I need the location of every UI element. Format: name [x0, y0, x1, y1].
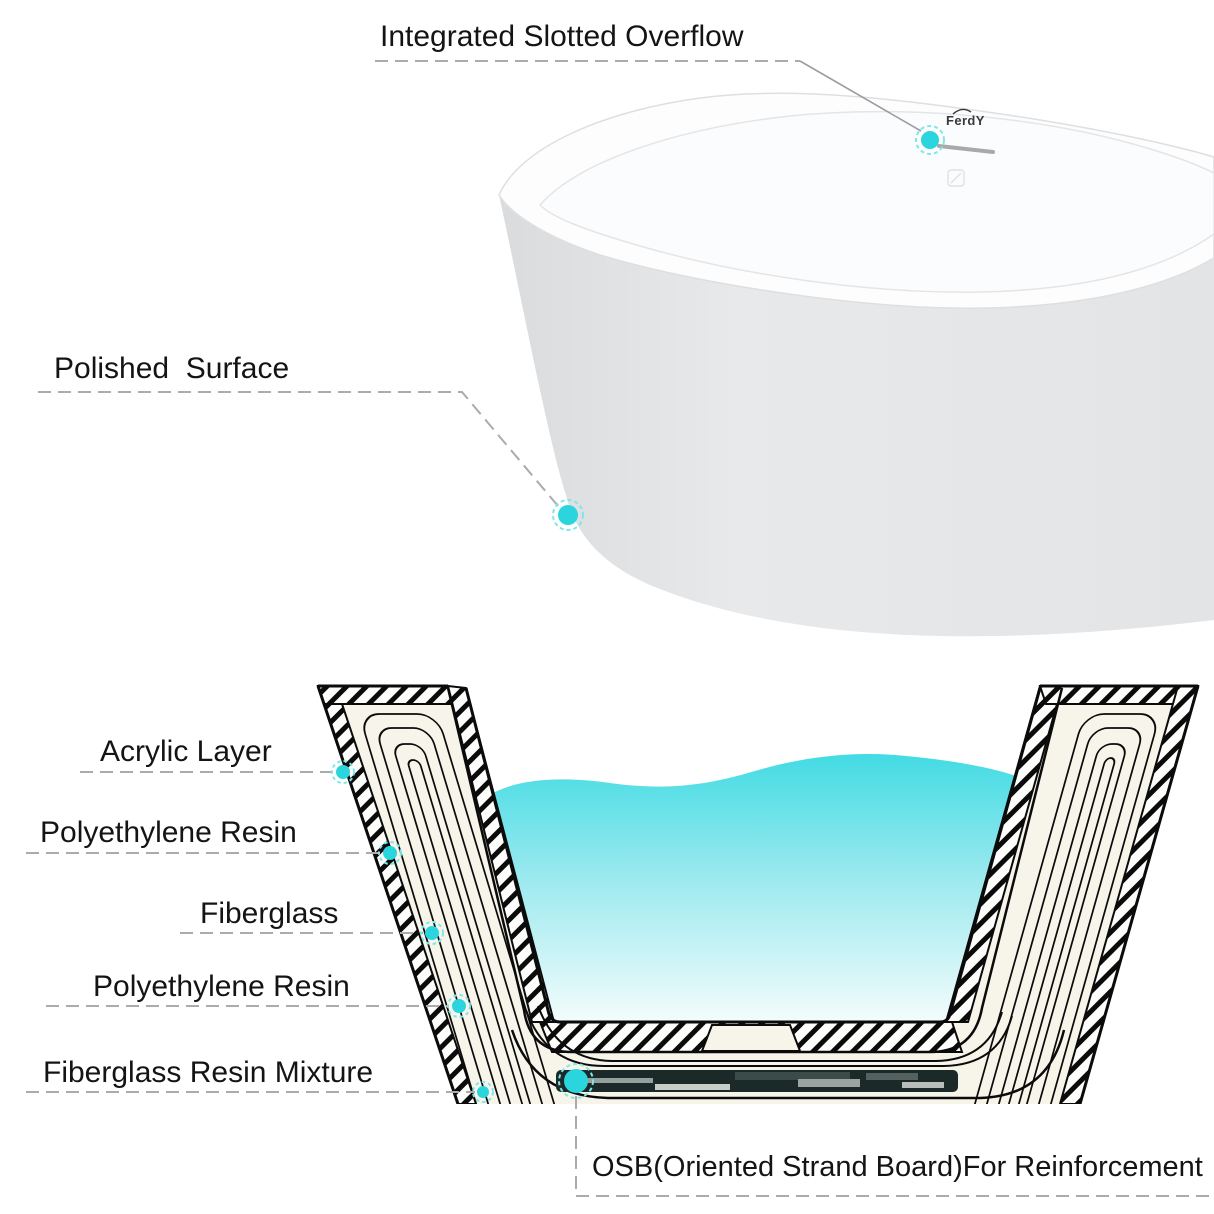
leader-polished: [38, 391, 559, 507]
callout-dots: [331, 125, 945, 1103]
poly-resin-2-dot: [447, 994, 471, 1018]
osb-dot: [558, 1063, 594, 1099]
osb-label: OSB(Oriented Strand Board)For Reinforcem…: [592, 1151, 1203, 1183]
overflow-label: Integrated Slotted Overflow: [380, 20, 744, 53]
left-wall-contours: [363, 713, 596, 1104]
fiberglass-resin-mixture-label: Fiberglass Resin Mixture: [43, 1056, 374, 1089]
polished-surface-dot: [552, 499, 584, 531]
fiberglass-resin-mixture-dot: [472, 1081, 494, 1103]
tub-inner-bowl: [538, 110, 1214, 293]
leader-osb: [575, 1096, 1214, 1197]
overflow-dot: [915, 125, 945, 155]
leader-overflow-diagonal: [799, 60, 922, 132]
overflow-slot: [937, 144, 995, 154]
polyethylene-resin-1-label: Polyethylene Resin: [40, 816, 297, 849]
fiberglass-label: Fiberglass: [200, 897, 339, 930]
brand-logo-arc: [952, 108, 972, 115]
water: [493, 753, 1016, 1021]
hatch-cap-left: [316, 685, 454, 705]
right-wall-contours: [936, 713, 1157, 1104]
slab-contours: [510, 1005, 1066, 1100]
drain-icon: [947, 169, 965, 187]
leader-lines: [26, 60, 1214, 1197]
acrylic-layer-label: Acrylic Layer: [100, 735, 272, 768]
polyethylene-resin-2-label: Polyethylene Resin: [93, 970, 350, 1003]
shell-outlines: [316, 684, 1200, 1104]
drain-recess: [700, 1024, 802, 1052]
fiberglass-dot: [420, 921, 444, 945]
bathtub-illustration: [498, 92, 1214, 637]
brand-logo-text: FerdY: [946, 113, 985, 128]
cross-section-drawing: [316, 684, 1200, 1104]
acrylic-layer-dot: [331, 760, 355, 784]
osb-board: [556, 1070, 958, 1092]
poly-resin-1-dot: [378, 841, 402, 865]
polished-surface-label: Polished Surface: [54, 352, 290, 385]
